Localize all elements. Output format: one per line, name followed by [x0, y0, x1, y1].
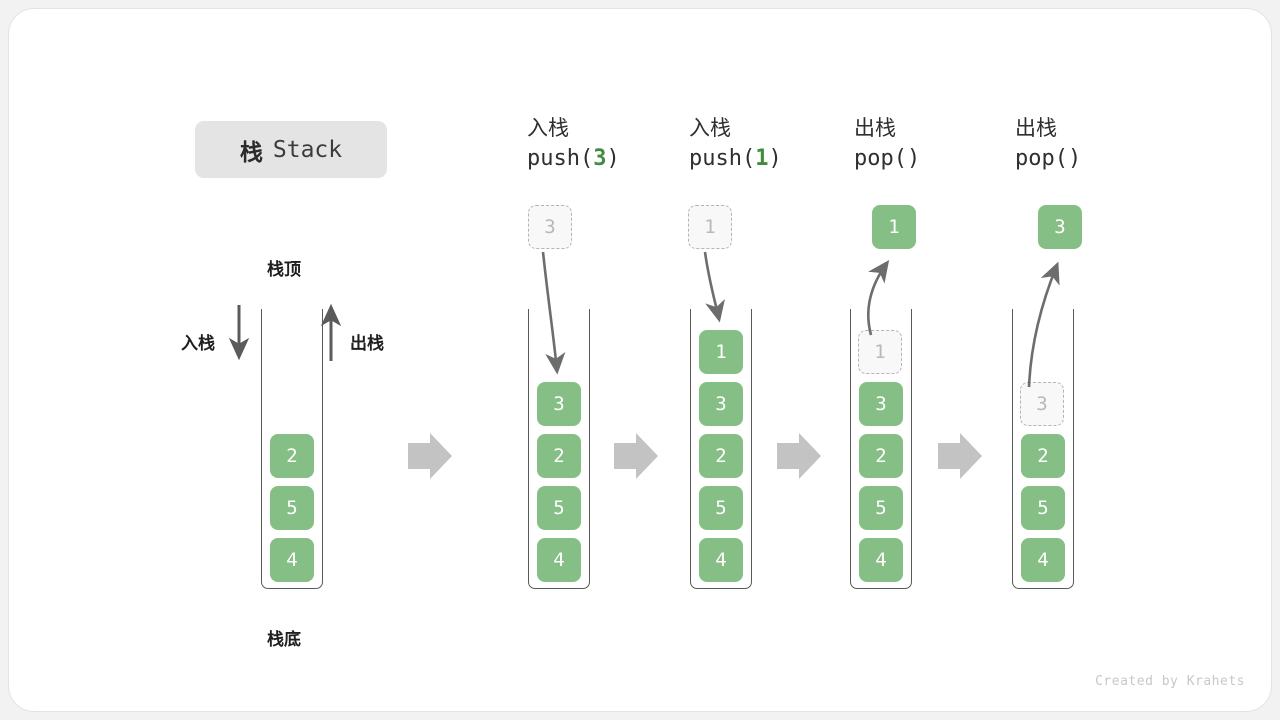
code-prefix: push(: [689, 146, 756, 171]
flow-arrow: [777, 433, 821, 479]
stack-cell: 5: [537, 486, 581, 530]
stack-tube-initial: [261, 309, 323, 589]
stack-cell: 5: [699, 486, 743, 530]
stack-cell: 5: [270, 486, 314, 530]
code-prefix: push(: [527, 146, 594, 171]
floating-ghost-cell: 3: [528, 205, 572, 249]
code-suffix: ): [1067, 146, 1082, 171]
footer-credit: Created by Krahets: [1095, 674, 1245, 689]
floating-popped-cell: 3: [1038, 205, 1082, 249]
stack-cell: 2: [859, 434, 903, 478]
column-header-pop-3: 出栈 pop(): [1015, 115, 1205, 175]
column-header-cjk: 入栈: [527, 117, 569, 140]
stack-tube-push-3: [528, 309, 590, 589]
column-header-push-3: 入栈 push(3): [527, 115, 717, 175]
code-suffix: ): [768, 146, 782, 171]
stack-cell: 5: [1021, 486, 1065, 530]
stack-ghost-cell: 1: [858, 330, 902, 374]
label-pop-side: 出栈: [350, 334, 384, 353]
column-header-code: pop(): [1015, 143, 1205, 175]
column-header-cjk: 入栈: [689, 117, 731, 140]
stack-cell: 2: [537, 434, 581, 478]
floating-ghost-cell: 1: [688, 205, 732, 249]
diagram-title: 栈 Stack: [195, 121, 387, 178]
stack-cell: 1: [699, 330, 743, 374]
column-header-code: pop(): [854, 143, 1044, 175]
column-header-code: push(3): [527, 143, 717, 175]
column-header-code: push(1): [689, 143, 879, 175]
code-arg: 3: [593, 146, 607, 171]
title-en: Stack: [272, 136, 343, 163]
stack-tube-pop-3: [1012, 309, 1074, 589]
code-prefix: pop(: [854, 146, 907, 171]
diagram-card: 栈 Stack 栈顶 入栈 出栈 2 5 4 栈底 入栈 push(3) 3 3…: [8, 8, 1272, 712]
stack-tube-push-1: [690, 309, 752, 589]
code-suffix: ): [606, 146, 620, 171]
code-arg: 1: [755, 146, 769, 171]
stack-cell: 3: [537, 382, 581, 426]
stack-cell: 3: [699, 382, 743, 426]
stack-cell: 4: [699, 538, 743, 582]
title-cjk: 栈: [239, 138, 264, 165]
stack-cell: 4: [1021, 538, 1065, 582]
stack-cell: 5: [859, 486, 903, 530]
flow-arrow: [614, 433, 658, 479]
flow-arrow: [938, 433, 982, 479]
column-header-cjk: 出栈: [854, 117, 896, 140]
code-prefix: pop(: [1015, 146, 1068, 171]
stack-cell: 3: [859, 382, 903, 426]
label-push-side: 入栈: [181, 334, 215, 353]
stack-ghost-cell: 3: [1020, 382, 1064, 426]
stack-cell: 2: [699, 434, 743, 478]
label-stack-top: 栈顶: [267, 260, 301, 279]
stack-cell: 4: [859, 538, 903, 582]
stack-cell: 2: [1021, 434, 1065, 478]
code-suffix: ): [906, 146, 921, 171]
column-header-pop-1: 出栈 pop(): [854, 115, 1044, 175]
floating-popped-cell: 1: [872, 205, 916, 249]
stack-cell: 2: [270, 434, 314, 478]
column-header-push-1: 入栈 push(1): [689, 115, 879, 175]
stack-cell: 4: [270, 538, 314, 582]
stack-cell: 4: [537, 538, 581, 582]
flow-arrow: [408, 433, 452, 479]
column-header-cjk: 出栈: [1015, 117, 1057, 140]
stack-tube-pop-1: [850, 309, 912, 589]
label-stack-bottom: 栈底: [267, 630, 301, 649]
